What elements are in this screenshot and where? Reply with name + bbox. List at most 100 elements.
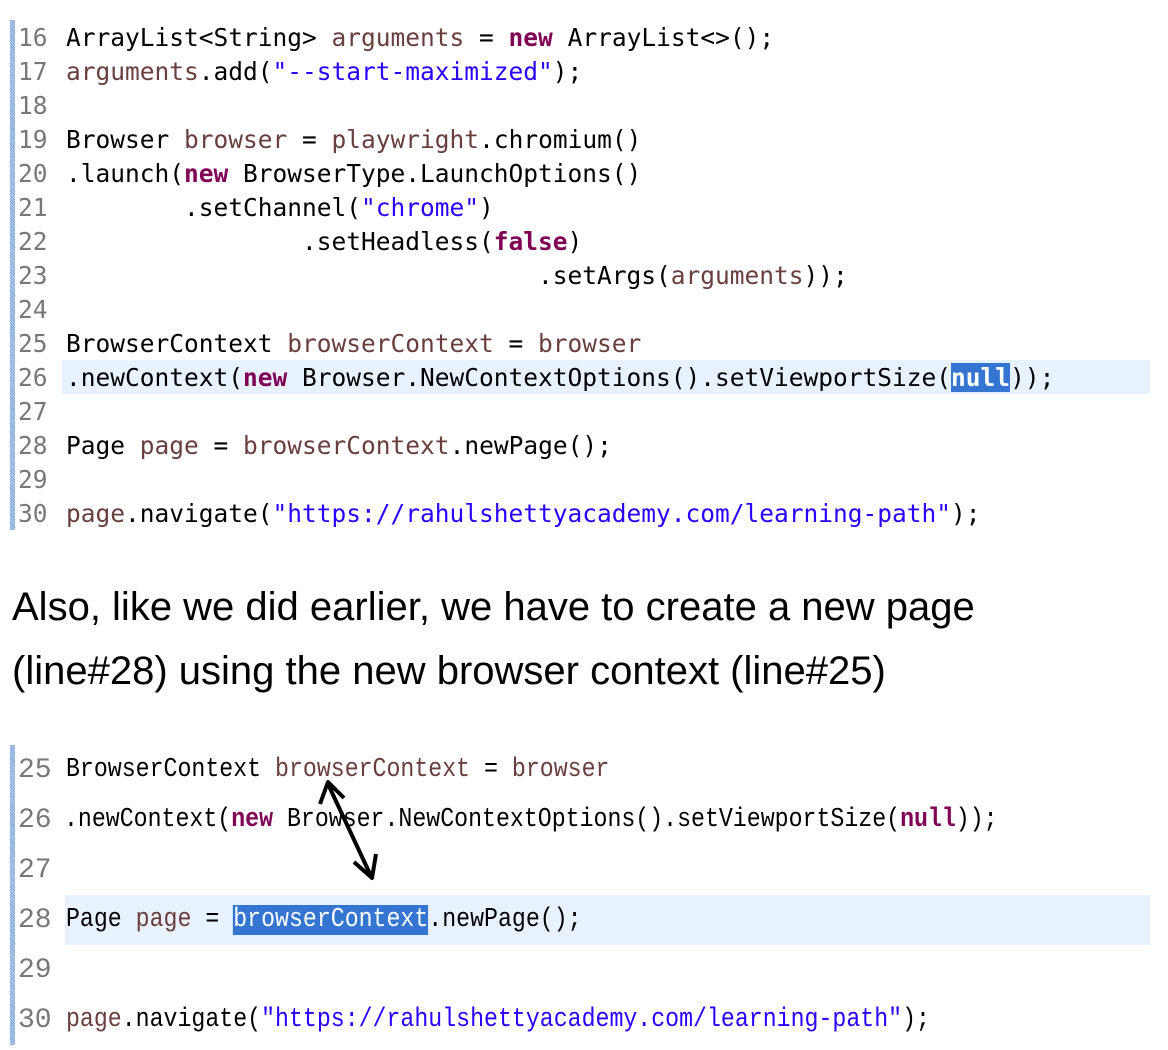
line-number: 17 — [18, 56, 48, 86]
code-token: browserContext — [275, 755, 471, 785]
code-line-21: 21 .setChannel("chrome") — [10, 190, 1150, 224]
code-token: BrowserContext — [66, 755, 276, 785]
code-token: = — [287, 124, 332, 154]
code-token: .navigate( — [121, 1005, 262, 1035]
explanation-line-2: (line#28) using the new browser context … — [12, 649, 886, 693]
code-token: = — [198, 430, 244, 460]
code-token: Browser.NewContextOptions().setViewportS… — [287, 362, 952, 392]
code-text: arguments.add("--start-maximized"); — [66, 57, 582, 86]
code-text: .setChannel("chrome") — [66, 193, 494, 222]
code-line-25: 25 BrowserContext browserContext = browse… — [10, 745, 1150, 795]
line-number: 27 — [18, 854, 52, 886]
code-token: "https://rahulshettyacademy.com/learning… — [261, 1005, 903, 1035]
code-token: .setArgs( — [66, 260, 671, 290]
code-line-29: 29 — [10, 462, 1150, 496]
code-token: browser — [538, 328, 642, 358]
code-token: ); — [902, 1005, 930, 1035]
code-token: page — [135, 905, 192, 935]
code-snippet-excerpt: 25 BrowserContext browserContext = browse… — [10, 745, 1150, 1045]
selected-token: null — [951, 362, 1011, 392]
code-token: .setHeadless( — [66, 226, 494, 256]
code-token: ); — [552, 56, 583, 86]
code-token: new — [243, 362, 288, 392]
code-token: Browser — [66, 124, 185, 154]
line-number: 25 — [18, 754, 52, 786]
code-token: arguments — [331, 22, 465, 52]
code-token: .newContext( — [64, 805, 232, 835]
explanation-line-1: Also, like we did earlier, we have to cr… — [12, 585, 975, 629]
code-token: BrowserContext — [66, 328, 288, 358]
code-token: new — [184, 158, 229, 188]
editor-gutter-marker — [10, 20, 15, 530]
line-number: 28 — [18, 904, 52, 936]
code-token: browserContext — [287, 328, 494, 358]
code-token: "https://rahulshettyacademy.com/learning… — [272, 498, 952, 528]
code-token: page — [66, 1005, 122, 1035]
line-number: 21 — [18, 192, 48, 222]
code-line-24: 24 — [10, 292, 1150, 326]
code-token: = — [191, 905, 234, 935]
code-token: ArrayList<>(); — [552, 22, 775, 52]
code-token: Page — [66, 430, 140, 460]
line-number: 29 — [18, 954, 52, 986]
line-number: 18 — [18, 90, 48, 120]
code-token: Page — [66, 905, 136, 935]
line-number: 22 — [18, 226, 48, 256]
code-text: .newContext(new Browser.NewContextOption… — [64, 805, 998, 835]
code-text: Browser browser = playwright.chromium() — [66, 125, 641, 154]
code-token: .launch( — [66, 158, 185, 188]
selected-token: browserContext — [233, 905, 429, 935]
code-token: .newPage(); — [428, 905, 582, 935]
code-line-29: 29 — [10, 945, 1150, 995]
line-number: 16 — [18, 22, 48, 52]
code-line-17: 17 arguments.add("--start-maximized"); — [10, 54, 1150, 88]
code-token: false — [493, 226, 568, 256]
line-number: 23 — [18, 260, 48, 290]
line-number: 30 — [18, 1004, 52, 1036]
double-arrow-icon — [318, 780, 378, 880]
code-text: ArrayList<String> arguments = new ArrayL… — [66, 23, 774, 52]
code-text: Page page = browserContext.newPage(); — [66, 431, 612, 460]
code-token: playwright — [331, 124, 480, 154]
code-token: browserContext — [243, 430, 450, 460]
code-token: )); — [803, 260, 848, 290]
code-token: ); — [951, 498, 981, 528]
code-token: .add( — [198, 56, 273, 86]
code-line-27: 27 — [10, 845, 1150, 895]
code-token: ) — [567, 226, 583, 256]
line-number: 20 — [18, 158, 48, 188]
code-line-30: 30 page.navigate("https://rahulshettyacad… — [10, 995, 1150, 1045]
code-line-26: 26.newContext(new Browser.NewContextOpti… — [10, 795, 1150, 845]
code-token: null — [900, 805, 957, 835]
code-token: page — [139, 430, 199, 460]
code-line-22: 22 .setHeadless(false) — [10, 224, 1150, 258]
code-token: .navigate( — [125, 498, 273, 528]
code-token: Browser.NewContextOptions().setViewportS… — [273, 805, 901, 835]
code-token: .chromium() — [479, 124, 642, 154]
code-text: BrowserContext browserContext = browser — [66, 755, 609, 785]
code-text: page.navigate("https://rahulshettyacadem… — [66, 499, 981, 528]
code-line-30: 30 page.navigate("https://rahulshettyacad… — [10, 496, 1150, 530]
code-text: BrowserContext browserContext = browser — [66, 329, 641, 358]
code-token: arguments — [66, 56, 199, 86]
code-token: .newPage(); — [449, 430, 612, 460]
code-token: )); — [1010, 362, 1055, 392]
code-token: .setChannel( — [66, 192, 362, 222]
code-line-20: 20 .launch(new BrowserType.LaunchOptions(… — [10, 156, 1150, 190]
code-line-27: 27 — [10, 394, 1150, 428]
line-number: 25 — [18, 328, 48, 358]
code-token: page — [66, 498, 126, 528]
code-token: BrowserType.LaunchOptions() — [228, 158, 642, 188]
line-number: 26 — [18, 362, 48, 392]
code-token: ) — [479, 192, 494, 222]
line-number: 30 — [18, 498, 48, 528]
code-line-16: 16 ArrayList<String> arguments = new Arra… — [10, 20, 1150, 54]
code-line-25: 25 BrowserContext browserContext = browse… — [10, 326, 1150, 360]
code-token: new — [508, 22, 553, 52]
code-token: browser — [184, 124, 288, 154]
code-token: ArrayList<String> — [66, 22, 332, 52]
code-token: browser — [511, 755, 610, 785]
code-line-23: 23 .setArgs(arguments)); — [10, 258, 1150, 292]
code-token: new — [231, 805, 274, 835]
